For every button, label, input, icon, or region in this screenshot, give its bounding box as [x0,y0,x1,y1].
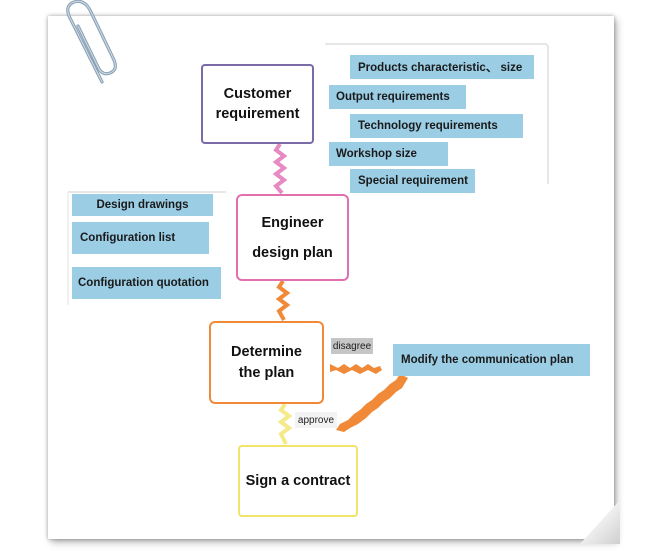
tag-products-characteristic: Products characteristic、 size [350,55,534,79]
return-arrow [336,374,408,432]
tag-modify-communication-plan: Modify the communication plan [393,344,590,376]
tag-special-requirement: Special requirement [350,169,475,193]
node-customer-requirement: Customer requirement [201,64,314,144]
node-customer-line2: requirement [215,106,300,122]
node-engineer-line2: design plan [252,244,333,261]
disagree-arrow [330,364,382,374]
tag-configuration-list: Configuration list [72,222,209,254]
node-determine-line1: Determine [231,343,302,360]
node-determine-the-plan: Determine the plan [209,321,324,404]
tag-technology-requirements: Technology requirements [350,114,523,138]
node-sign-a-contract: Sign a contract [238,445,358,517]
connector-determine-contract [277,402,293,445]
label-approve: approve [295,412,337,428]
node-determine-line2: the plan [238,364,295,381]
node-contract-label: Sign a contract [245,473,351,489]
node-customer-line1: Customer [223,86,292,102]
node-engineer-design-plan: Engineer design plan [236,194,349,281]
tag-workshop-size: Workshop size [329,142,448,166]
tag-design-drawings: Design drawings [72,194,213,216]
tag-configuration-quotation: Configuration quotation [72,267,221,299]
connector-customer-engineer [272,142,288,195]
label-disagree: disagree [331,338,373,354]
node-engineer-line1: Engineer [261,214,324,231]
connector-engineer-determine [275,279,291,321]
tag-output-requirements: Output requirements [329,85,466,109]
